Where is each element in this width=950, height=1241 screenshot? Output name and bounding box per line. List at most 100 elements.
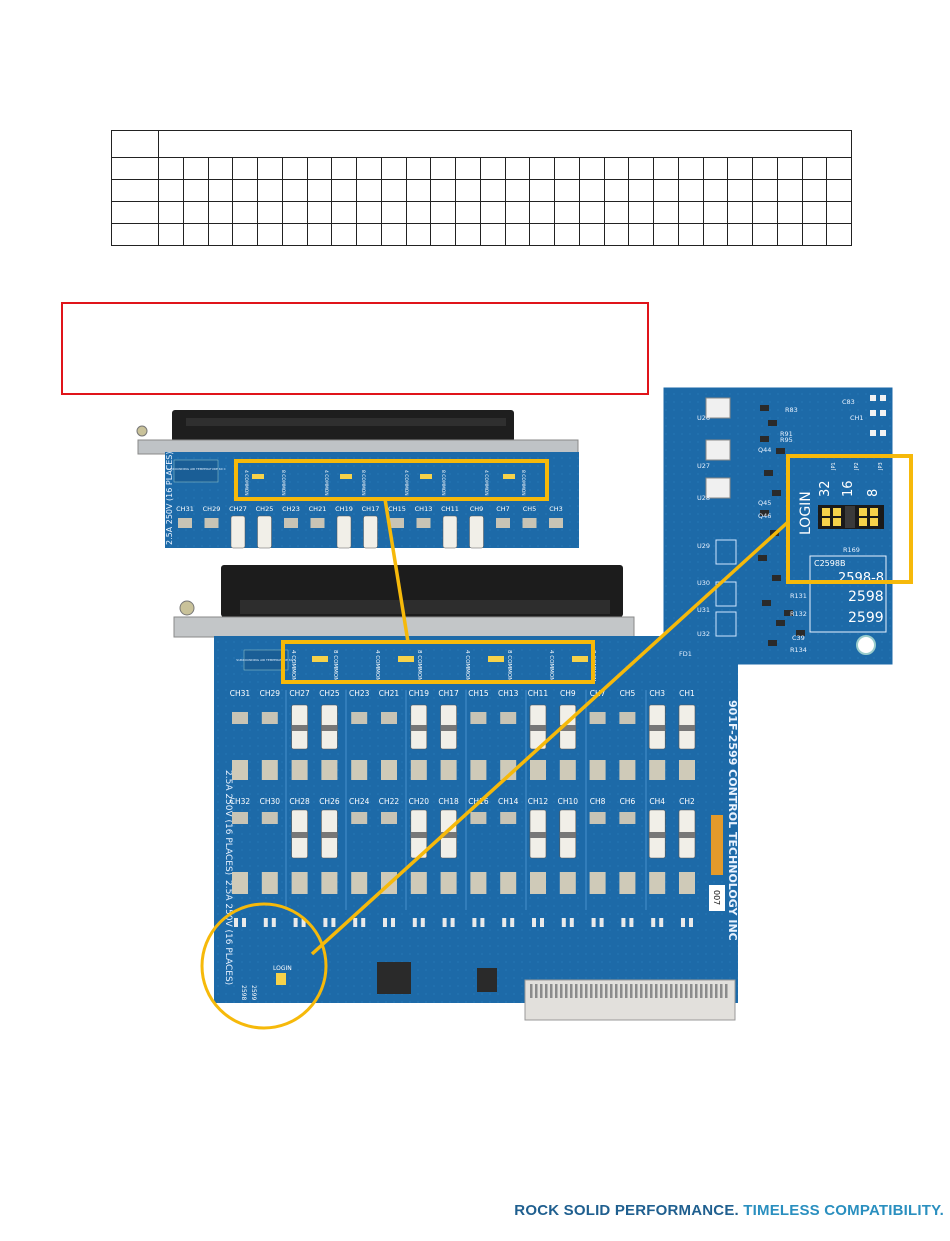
connector-pin (690, 984, 693, 998)
common-label: 4 COMMON (548, 650, 554, 681)
connector-pin (655, 984, 658, 998)
ic-chip (377, 962, 411, 994)
connector-pin (615, 984, 618, 998)
connector-pin (685, 984, 688, 998)
channel-label: CH27 (289, 689, 310, 698)
led (659, 918, 664, 927)
relay-pad (321, 760, 338, 780)
led (510, 918, 515, 927)
led (293, 918, 298, 927)
ic-footprint (715, 539, 737, 565)
arrow-small-to-large (383, 498, 410, 643)
login-small-label: LOGIN (273, 965, 292, 972)
relay-pad (530, 760, 546, 780)
channel-label: CH23 (282, 505, 300, 513)
component-label: CH1 (850, 414, 864, 422)
component-label: R134 (790, 646, 807, 654)
relay-pad (589, 812, 606, 824)
connector-pin (555, 984, 558, 998)
relay-pad (522, 518, 537, 528)
optocoupler (705, 397, 731, 419)
common-jumper (252, 474, 264, 479)
led (651, 918, 656, 927)
relay-pad (232, 712, 248, 724)
channel-label: CH25 (319, 689, 340, 698)
zoom-part-top: C2598B (814, 559, 845, 568)
relay-pad (291, 872, 308, 894)
led (561, 918, 566, 927)
fuse-band (530, 725, 546, 731)
channel-label: CH14 (498, 797, 519, 806)
relay-pad (470, 760, 487, 780)
common-label: 4 COMMON (403, 470, 409, 496)
channel-label: CH21 (379, 689, 400, 698)
led (880, 410, 886, 416)
table-cell (111, 223, 159, 246)
fuse-band (679, 725, 695, 731)
component-label: U27 (697, 462, 710, 470)
connector-pin (585, 984, 588, 998)
ic-footprint (715, 581, 737, 607)
part-small-a: 2598 (240, 985, 247, 1000)
smd-part (760, 436, 769, 442)
led (870, 395, 876, 401)
smd-part (768, 420, 777, 426)
fuse-band (440, 832, 457, 838)
channel-label: CH5 (620, 689, 636, 698)
smd-part (762, 600, 771, 606)
channel-label: CH23 (349, 689, 370, 698)
common-label: 4 COMMON (323, 470, 329, 496)
common-jumper (488, 656, 504, 662)
led (681, 918, 685, 927)
common-label: 4 COMMON (243, 470, 249, 496)
channel-label: CH15 (468, 689, 489, 698)
fuse (442, 515, 458, 549)
channel-label: CH15 (388, 505, 406, 513)
channel-label: CH13 (498, 689, 519, 698)
relay-pad (310, 518, 325, 528)
led (880, 395, 886, 401)
smd-part (776, 448, 785, 454)
relay-pad (204, 518, 219, 528)
small-board: SURROUNDING AIR TEMPERATURE 60 C 2.5A 25… (136, 410, 579, 549)
component-label: Q45 (758, 499, 771, 507)
relay-pad (619, 712, 636, 724)
led (569, 918, 574, 927)
channel-label: CH3 (649, 689, 665, 698)
channel-label: CH29 (203, 505, 221, 513)
common-label: 8 COMMON (360, 470, 366, 496)
fuse-band (321, 832, 338, 838)
connector-pin (630, 984, 633, 998)
relay-pad (470, 872, 487, 894)
component-label: U28 (697, 494, 710, 502)
smd-part (758, 555, 767, 561)
component-label: U30 (697, 579, 710, 587)
channel-label: CH5 (523, 505, 537, 513)
zoom-part-a: 2598 (848, 589, 884, 605)
common-label: 8 COMMON (506, 650, 512, 681)
connector-pin (650, 984, 653, 998)
led (689, 918, 693, 927)
fuse-band (291, 832, 308, 838)
led (621, 918, 626, 927)
zoom-login-label: LOGIN (798, 491, 814, 535)
zoom-inset: C83R83R91R95U26U27U28U29U30U31U32Q44Q45Q… (663, 387, 913, 665)
led (540, 918, 544, 927)
led (591, 918, 596, 927)
connector-pin (590, 984, 593, 998)
component-label: U26 (697, 414, 710, 422)
smd-part (772, 490, 781, 496)
common-jumper (420, 474, 432, 479)
barcode-label (711, 815, 723, 875)
relay-pad (589, 712, 606, 724)
fuse-band (291, 725, 308, 731)
common-label: 4 COMMON (483, 470, 489, 496)
smd-part (760, 510, 769, 516)
jumper-label: JP2 (854, 462, 860, 471)
relay-pad (232, 760, 248, 780)
relay-pad (351, 812, 368, 824)
channel-label: CH8 (590, 797, 606, 806)
led (353, 918, 358, 927)
component-label: R91 (780, 430, 793, 438)
